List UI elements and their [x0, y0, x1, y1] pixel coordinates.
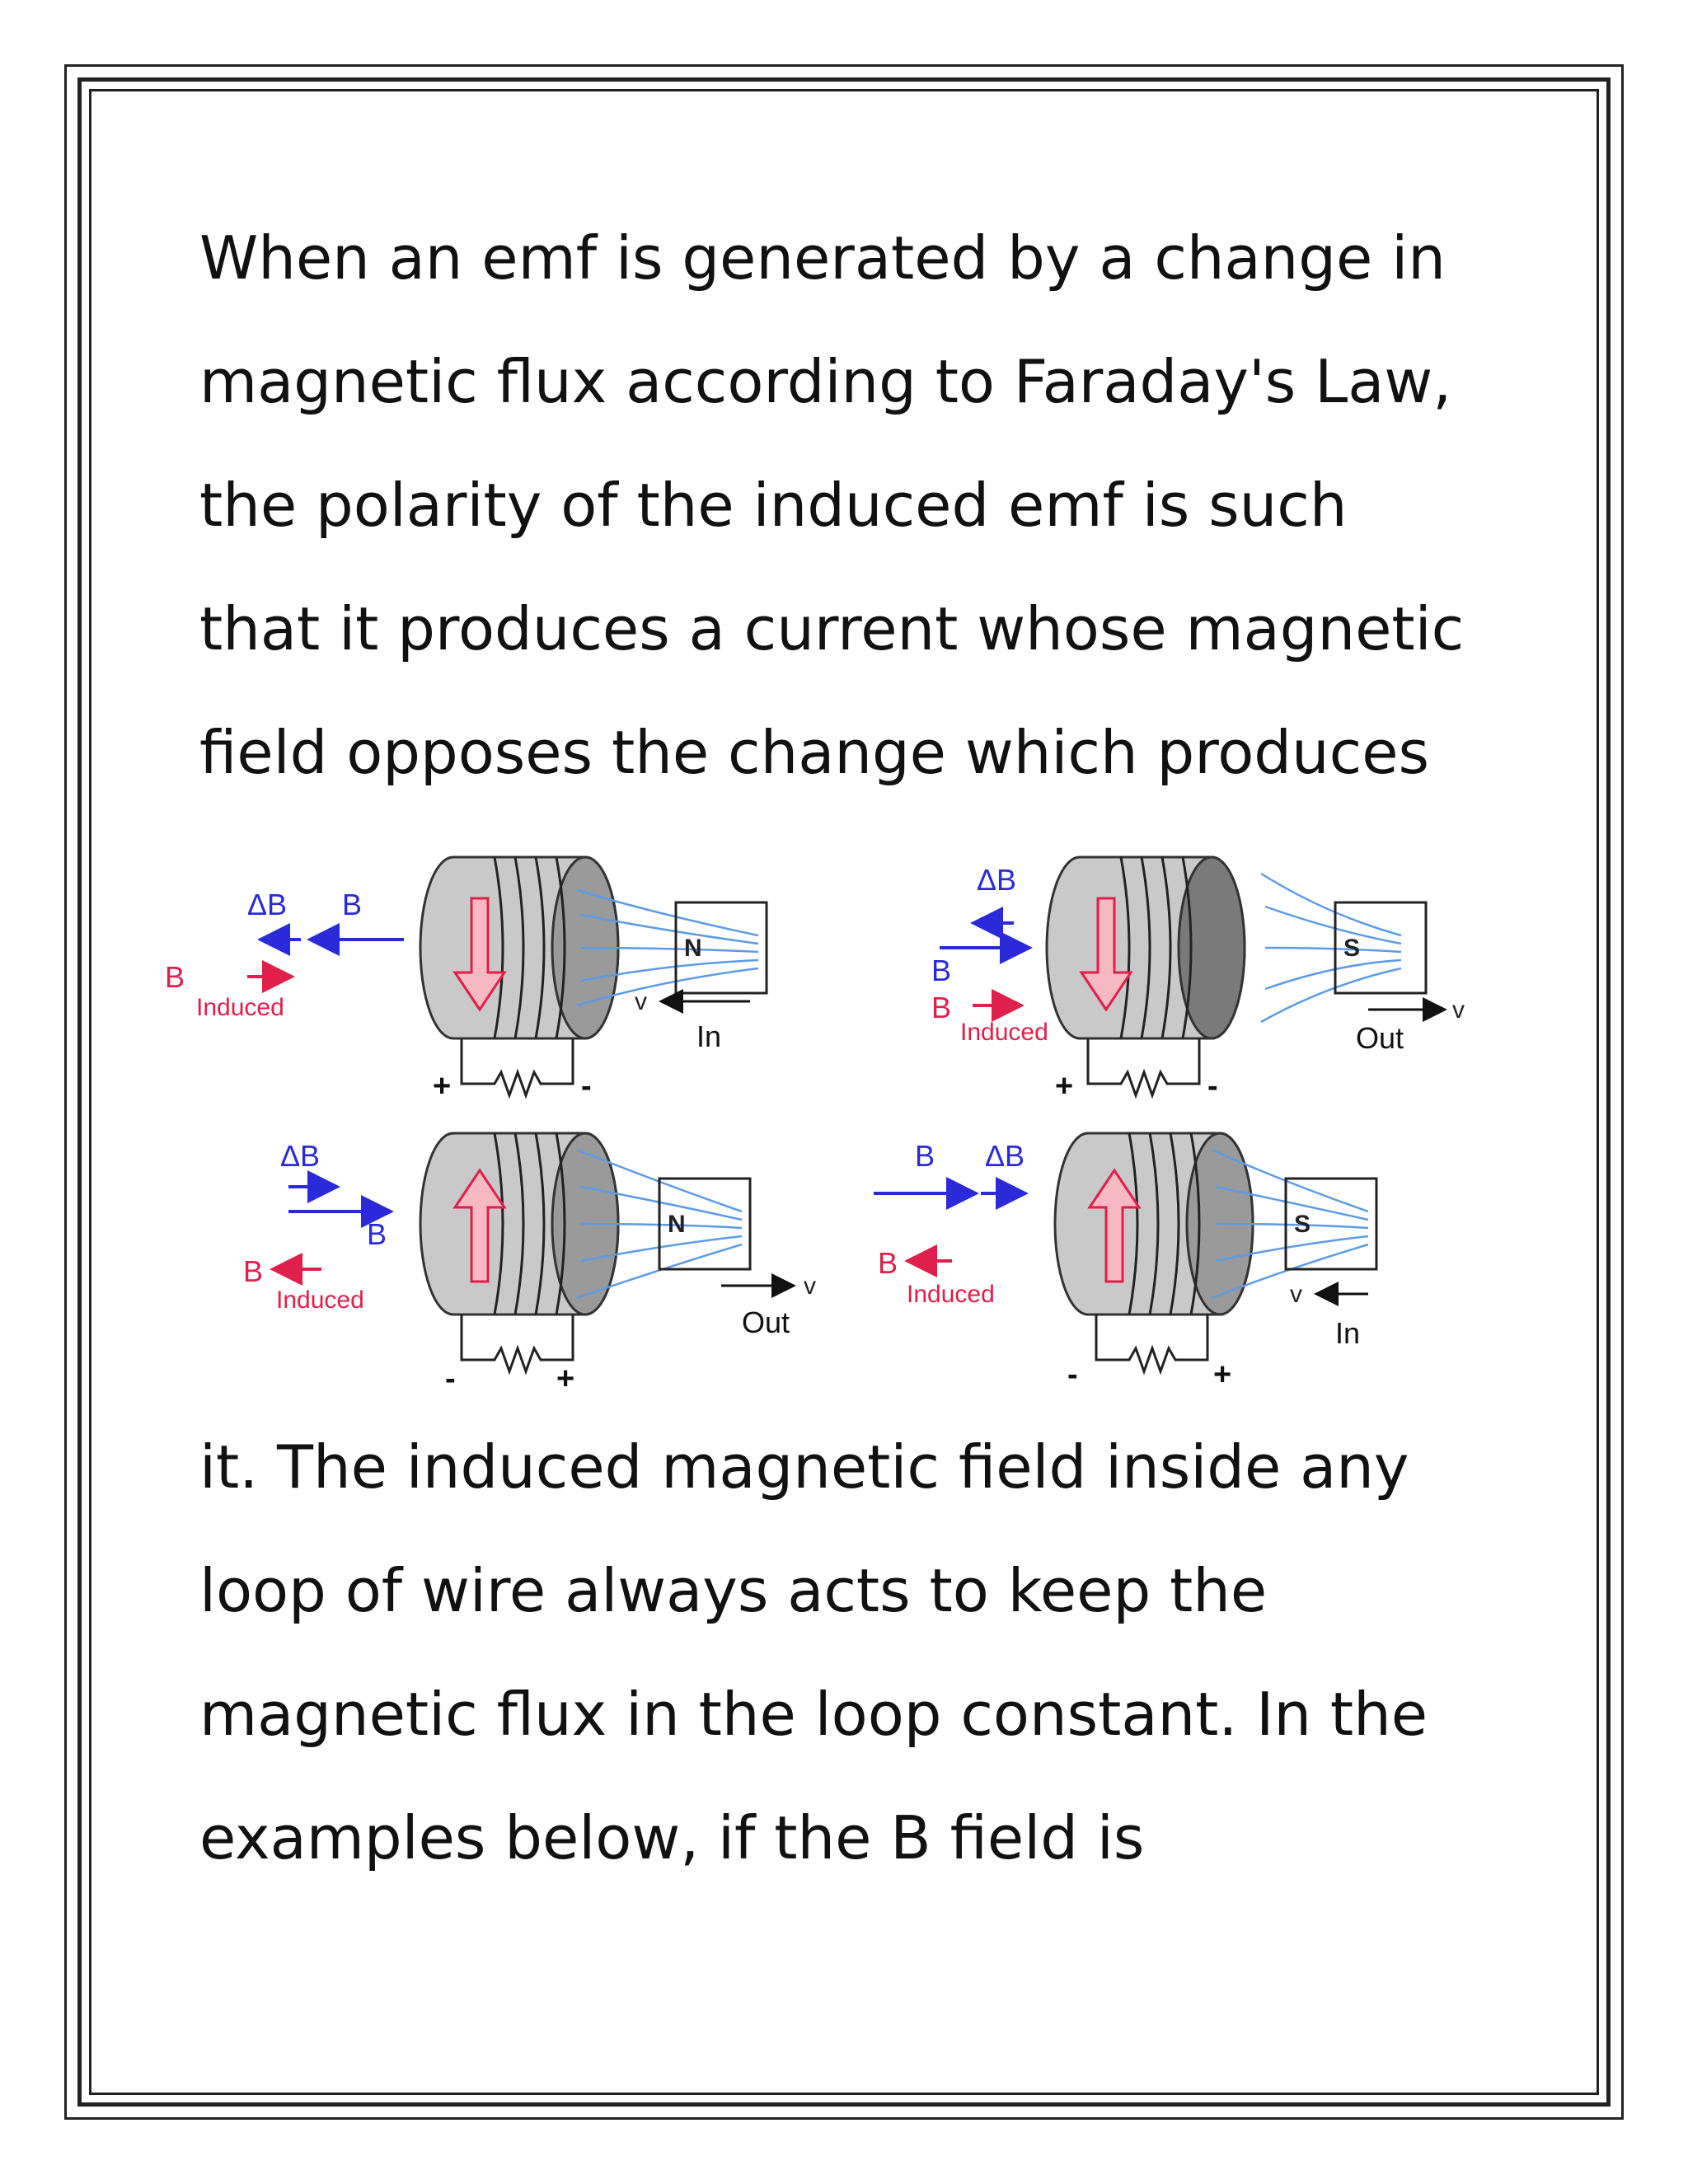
magnet-pole: N	[668, 1211, 686, 1238]
induced-label: Induced	[907, 1281, 995, 1308]
induced-field-arrow	[452, 897, 507, 1012]
lenz-law-figure: ΔB B B Induced N v In	[148, 832, 1541, 1409]
induced-label: Induced	[276, 1286, 364, 1314]
induced-field-arrow	[1079, 897, 1133, 1012]
motion-word: In	[1335, 1316, 1360, 1350]
magnet-pole: S	[1343, 935, 1360, 962]
text-line: When an emf is generated by a change in	[199, 223, 1446, 293]
left-sign: -	[445, 1361, 456, 1396]
magnet-pole: S	[1294, 1211, 1311, 1238]
text-line: it. The induced magnetic field inside an…	[199, 1432, 1409, 1502]
motion-word: Out	[1356, 1021, 1404, 1055]
induced-field-arrow	[1087, 1168, 1142, 1283]
text-line: magnetic flux according to Faraday's Law…	[199, 347, 1452, 416]
delta-b-label: ΔB	[280, 1139, 320, 1173]
b-label: B	[931, 954, 951, 987]
panel-1: ΔB B B Induced N v In	[165, 855, 768, 1104]
text-line: that it produces a current whose magneti…	[199, 594, 1465, 663]
delta-b-label: ΔB	[247, 888, 287, 921]
text-line: magnetic flux in the loop constant. In t…	[199, 1680, 1428, 1749]
right-sign: -	[1207, 1069, 1218, 1104]
b-induced-label: B	[931, 991, 951, 1024]
delta-b-label: ΔB	[977, 863, 1016, 897]
b-induced-label: B	[878, 1246, 898, 1280]
motion-word: Out	[742, 1305, 790, 1339]
magnet-pole: N	[684, 935, 702, 962]
b-label: B	[342, 888, 362, 921]
b-label: B	[915, 1139, 935, 1173]
text-line: loop of wire always acts to keep the	[199, 1556, 1268, 1625]
text-line: the polarity of the induced emf is such	[199, 471, 1348, 540]
left-sign: +	[1055, 1069, 1073, 1104]
b-induced-label: B	[165, 960, 185, 994]
induced-field-arrow	[452, 1168, 507, 1283]
panel-4: B ΔB B Induced S v In	[874, 1132, 1378, 1392]
left-sign: +	[433, 1069, 451, 1104]
right-sign: +	[1213, 1357, 1231, 1392]
induced-label: Induced	[960, 1019, 1048, 1046]
text-line: examples below, if the B field is	[199, 1803, 1145, 1872]
v-label: v	[804, 1272, 816, 1300]
v-label: v	[1452, 996, 1465, 1024]
induced-label: Induced	[196, 994, 284, 1021]
outer-border	[64, 64, 1624, 2120]
right-sign: -	[581, 1069, 592, 1104]
right-sign: +	[556, 1361, 574, 1396]
panel-3: ΔB B B Induced N v Out	[243, 1132, 816, 1396]
v-label: v	[1290, 1281, 1302, 1308]
b-label: B	[367, 1217, 387, 1251]
left-sign: -	[1067, 1357, 1078, 1392]
text-line: field opposes the change which produces	[199, 718, 1429, 787]
middle-border	[77, 77, 1611, 2107]
motion-word: In	[696, 1019, 721, 1053]
v-label: v	[635, 988, 647, 1015]
delta-b-label: ΔB	[985, 1139, 1025, 1173]
inner-border	[89, 89, 1599, 2095]
panel-2: ΔB B B Induced S v Out	[931, 855, 1465, 1104]
b-induced-label: B	[243, 1254, 263, 1288]
